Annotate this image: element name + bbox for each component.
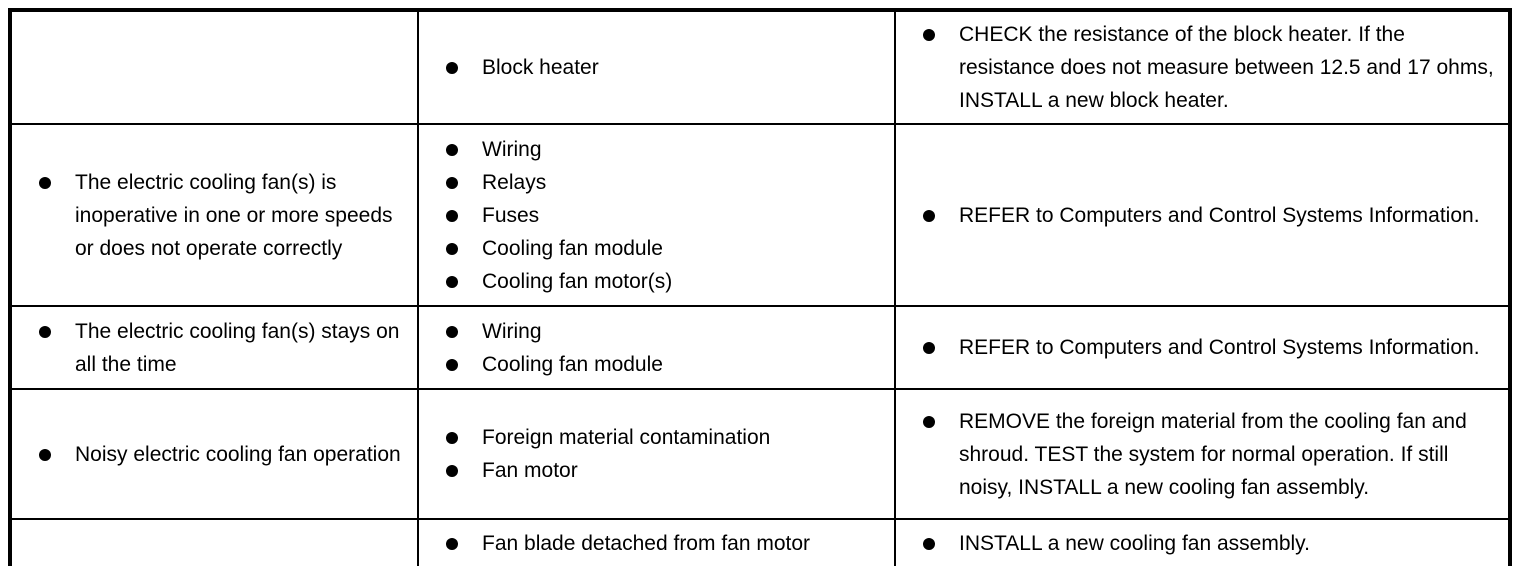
table-row: Fan blade detached from fan motor INSTALL…	[8, 518, 1512, 566]
symptom-text: The electric cooling fan(s) stays on all…	[75, 319, 400, 376]
bullet-item: Foreign material contamination	[419, 421, 880, 454]
table-body: Block heater CHECK the resistance of the …	[8, 8, 1512, 566]
causes-text: Block heater	[482, 56, 599, 79]
symptom-cell	[8, 518, 419, 566]
bullet-item: Cooling fan motor(s)	[419, 265, 880, 298]
bullet-item: The electric cooling fan(s) is inoperati…	[12, 166, 403, 265]
bullet-icon	[39, 448, 51, 461]
table-row: Block heater CHECK the resistance of the …	[8, 8, 1512, 125]
bullet-icon	[446, 358, 458, 371]
causes-cell: Block heater	[417, 8, 896, 125]
bullet-icon	[446, 62, 458, 74]
action-cell: CHECK the resistance of the block heater…	[894, 8, 1512, 125]
bullet-item: Wiring	[419, 133, 880, 166]
action-cell: REFER to Computers and Control Systems I…	[894, 305, 1512, 390]
causes-text: Cooling fan module	[482, 352, 663, 376]
causes-text: Relays	[482, 170, 547, 194]
action-text: REMOVE the foreign material from the coo…	[959, 409, 1467, 499]
bullet-item: Noisy electric cooling fan operation	[12, 438, 403, 471]
causes-text: Fan motor	[482, 459, 578, 482]
bullet-item: REFER to Computers and Control Systems I…	[896, 331, 1494, 364]
bullet-item: Wiring	[419, 315, 880, 348]
bullet-item: Fan blade detached from fan motor	[419, 527, 880, 560]
bullet-icon	[923, 342, 935, 354]
bullet-item: Relays	[419, 166, 880, 199]
symptom-cell: The electric cooling fan(s) stays on all…	[8, 305, 419, 390]
bullet-icon	[446, 176, 458, 189]
bullet-item: CHECK the resistance of the block heater…	[896, 18, 1494, 117]
causes-text: Fan blade detached from fan motor	[482, 532, 811, 555]
action-text: CHECK the resistance of the block heater…	[959, 23, 1494, 112]
bullet-item: Block heater	[419, 51, 880, 84]
causes-text: Fuses	[482, 203, 540, 227]
symptom-cell: The electric cooling fan(s) is inoperati…	[8, 123, 419, 307]
bullet-icon	[446, 432, 458, 444]
bullet-item: INSTALL a new cooling fan assembly.	[896, 527, 1494, 560]
bullet-icon	[446, 465, 458, 477]
bullet-item: Cooling fan module	[419, 348, 880, 381]
symptom-text: Noisy electric cooling fan operation	[75, 442, 401, 466]
causes-text: Cooling fan motor(s)	[482, 269, 673, 293]
symptom-cell: Noisy electric cooling fan operation	[8, 388, 419, 520]
symptom-text: The electric cooling fan(s) is inoperati…	[75, 170, 393, 260]
table-row: The electric cooling fan(s) stays on all…	[8, 305, 1512, 390]
causes-text: Wiring	[482, 137, 542, 161]
action-cell: INSTALL a new cooling fan assembly.	[894, 518, 1512, 566]
bullet-icon	[39, 176, 51, 189]
action-text: REFER to Computers and Control Systems I…	[959, 203, 1480, 227]
bullet-icon	[923, 29, 935, 41]
action-text: INSTALL a new cooling fan assembly.	[959, 532, 1310, 555]
bullet-item: Fan motor	[419, 454, 880, 487]
bullet-icon	[39, 325, 51, 338]
bullet-icon	[446, 275, 458, 288]
bullet-icon	[923, 538, 935, 550]
table-row: The electric cooling fan(s) is inoperati…	[8, 123, 1512, 307]
bullet-icon	[923, 209, 935, 222]
symptom-cell	[8, 8, 419, 125]
bullet-item: Cooling fan module	[419, 232, 880, 265]
bullet-icon	[446, 242, 458, 255]
causes-text: Foreign material contamination	[482, 426, 771, 449]
action-cell: REFER to Computers and Control Systems I…	[894, 123, 1512, 307]
bullet-icon	[446, 538, 458, 550]
table-row: Noisy electric cooling fan operation Fore…	[8, 388, 1512, 520]
action-cell: REMOVE the foreign material from the coo…	[894, 388, 1512, 520]
action-text: REFER to Computers and Control Systems I…	[959, 336, 1480, 359]
causes-cell: Fan blade detached from fan motor	[417, 518, 896, 566]
causes-text: Cooling fan module	[482, 236, 663, 260]
bullet-item: REFER to Computers and Control Systems I…	[896, 199, 1494, 232]
bullet-item: REMOVE the foreign material from the coo…	[896, 405, 1494, 504]
causes-text: Wiring	[482, 319, 542, 343]
symptom-diagnosis-table: Block heater CHECK the resistance of the …	[8, 8, 1512, 566]
bullet-icon	[923, 415, 935, 428]
bullet-item: The electric cooling fan(s) stays on all…	[12, 315, 403, 381]
bullet-icon	[446, 143, 458, 156]
bullet-icon	[446, 209, 458, 222]
bullet-icon	[446, 325, 458, 338]
bullet-item: Fuses	[419, 199, 880, 232]
